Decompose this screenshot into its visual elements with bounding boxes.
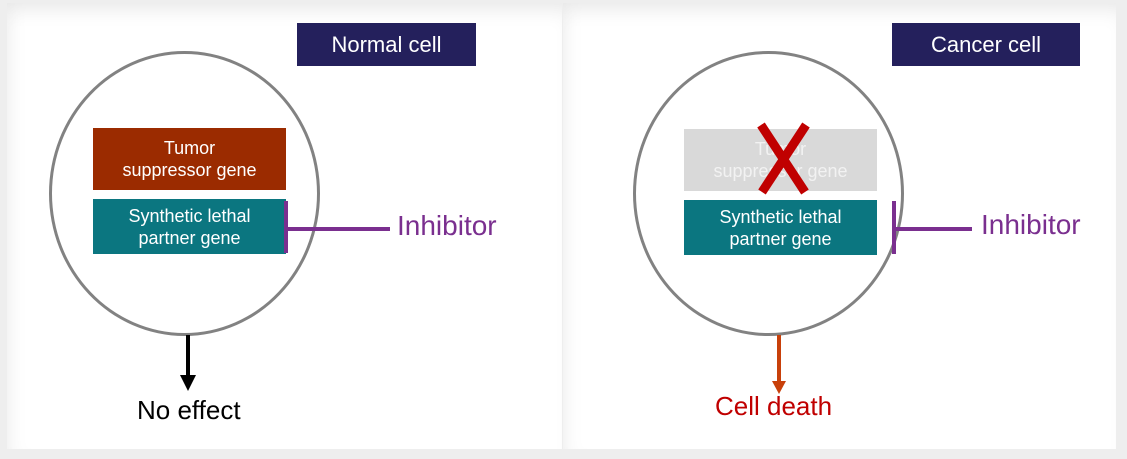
inhibitor-label: Inhibitor [397, 210, 497, 241]
cancer-cell-title: Cancer cell [892, 23, 1080, 66]
arrow-down-icon [772, 381, 786, 394]
cross-mark-icon [757, 122, 810, 195]
arrow-down-icon [180, 375, 196, 391]
tumor-suppressor-gene-box: Tumor suppressor gene [93, 128, 286, 190]
cancer-cell-membrane [633, 51, 904, 336]
cancer-cell-panel: Cancer cell Tumor suppressor gene Synthe… [563, 3, 1116, 449]
synthetic-lethal-partner-gene-box: Synthetic lethal partner gene [684, 200, 877, 255]
normal-cell-title: Normal cell [297, 23, 476, 66]
outcome-no-effect: No effect [137, 395, 241, 425]
cancer-cell-connectors [757, 122, 972, 394]
outcome-cell-death: Cell death [715, 391, 833, 421]
inhibitor-label: Inhibitor [981, 209, 1081, 240]
synthetic-lethal-partner-gene-box: Synthetic lethal partner gene [93, 199, 286, 254]
normal-cell-panel: Normal cell Tumor suppressor gene Synthe… [7, 3, 562, 449]
normal-cell-connectors [180, 201, 390, 391]
normal-cell-membrane [49, 51, 320, 336]
